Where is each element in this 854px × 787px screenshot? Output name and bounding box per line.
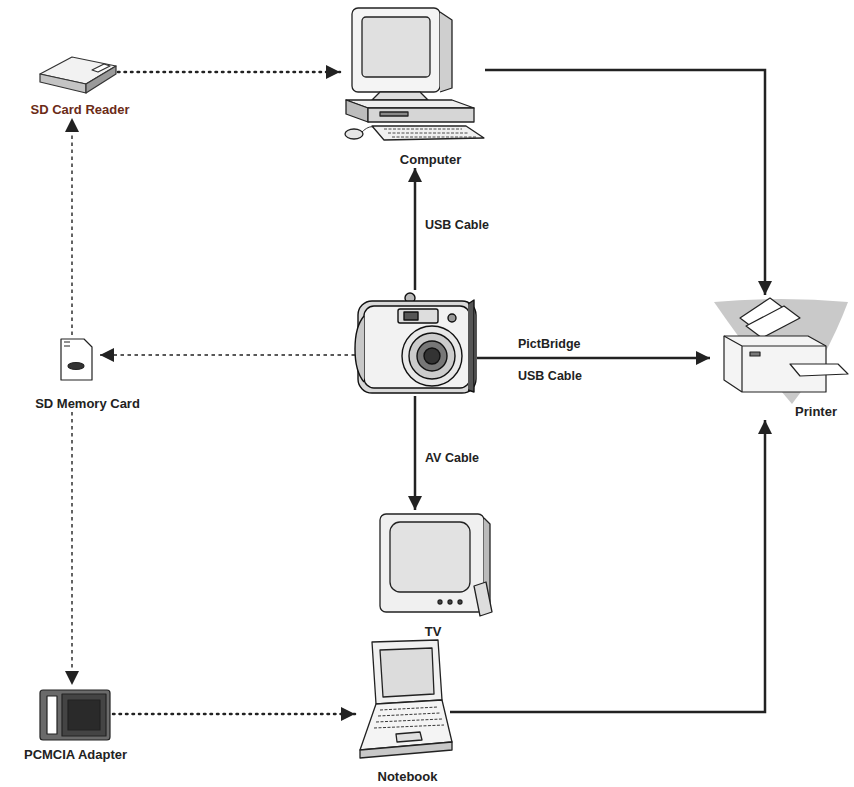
computer-icon-part: [362, 17, 430, 77]
device-node: SD Card Reader: [38, 50, 118, 118]
tv-icon-part: [458, 600, 462, 604]
connector: [450, 420, 765, 712]
camera-icon-part: [417, 341, 447, 371]
memory-card-icon-part: [68, 363, 84, 370]
tv-icon-part: [380, 514, 484, 612]
computer-icon-part: [368, 108, 474, 122]
camera-icon-part: [468, 300, 474, 392]
tv-icon-part: [474, 582, 492, 616]
device-label: SD Card Reader: [31, 102, 130, 118]
device-label: Printer: [795, 404, 837, 420]
device-label: TV: [425, 624, 442, 640]
connector: [100, 354, 355, 355]
device-label: SD Memory Card: [35, 396, 140, 412]
computer-icon-part: [380, 112, 408, 116]
computer-icon-part: [384, 129, 476, 137]
cable-label: PictBridge USB Cable: [518, 328, 598, 392]
notebook-icon-part: [360, 700, 452, 750]
computer-icon-part: [372, 92, 428, 100]
device-label: Computer: [400, 152, 461, 168]
device-node: [355, 290, 477, 396]
computer-icon-part: [372, 126, 484, 140]
tv-icon-part: [448, 600, 452, 604]
memory-card-icon-part: [61, 339, 92, 380]
printer-icon-part: [746, 306, 800, 338]
camera-icon-part: [358, 301, 476, 393]
printer-icon-part: [714, 299, 848, 404]
pcmcia-adapter-icon-part: [40, 690, 110, 740]
card-reader-icon: [40, 57, 116, 93]
card-reader-icon-part: [92, 64, 110, 72]
pcmcia-adapter-icon-part: [62, 694, 106, 736]
connector: [477, 357, 710, 360]
connector: [113, 713, 355, 716]
device-node: TV: [375, 510, 487, 640]
camera-icon: [355, 293, 476, 393]
computer-icon-part: [346, 100, 368, 122]
camera-icon-part: [364, 306, 470, 388]
notebook-icon: [360, 640, 452, 758]
pcmcia-adapter-icon: [40, 690, 110, 740]
tv-icon-part: [438, 600, 442, 604]
connector: [71, 412, 72, 685]
device-node: Notebook: [355, 635, 450, 785]
connector: [71, 118, 72, 335]
pcmcia-adapter-icon-part: [68, 700, 100, 730]
tv-icon-part: [390, 522, 470, 592]
printer-icon-part: [790, 364, 848, 376]
camera-icon-part: [448, 314, 456, 322]
computer-icon-part: [362, 127, 374, 132]
computer-icon-part: [440, 12, 452, 92]
camera-icon-part: [355, 316, 364, 382]
cable-label: USB Cable: [425, 217, 489, 233]
camera-icon-part: [424, 348, 440, 364]
connector: [414, 168, 417, 290]
device-label: PCMCIA Adapter: [24, 747, 127, 763]
connector: [118, 71, 340, 74]
pcmcia-adapter-icon-part: [47, 696, 57, 734]
computer-icon: [345, 8, 484, 140]
memory-card-icon-part: [64, 342, 70, 346]
tv-icon: [380, 514, 492, 616]
card-reader-icon-part: [40, 74, 86, 93]
notebook-icon-part: [374, 707, 444, 728]
device-node: PCMCIA Adapter: [38, 685, 113, 763]
device-node: Computer: [340, 5, 485, 168]
device-node: Printer: [710, 295, 850, 420]
camera-icon-part: [404, 312, 418, 320]
computer-icon-part: [352, 8, 440, 92]
camera-icon-part: [402, 326, 462, 386]
connector: [485, 70, 765, 295]
notebook-icon-part: [360, 742, 452, 758]
camera-icon-part: [398, 309, 438, 323]
notebook-icon-part: [396, 732, 422, 742]
cable-label: AV Cable: [425, 450, 479, 466]
notebook-icon-part: [380, 648, 434, 697]
device-label: Notebook: [378, 769, 438, 785]
computer-icon-part: [345, 129, 363, 139]
notebook-icon-part: [372, 640, 442, 704]
camera-icon-part: [409, 333, 455, 379]
device-node: SD Memory Card: [55, 335, 100, 412]
printer-icon: [714, 298, 848, 404]
memory-card-icon: [61, 339, 92, 380]
connector: [414, 396, 417, 510]
printer-icon-part: [750, 352, 760, 356]
